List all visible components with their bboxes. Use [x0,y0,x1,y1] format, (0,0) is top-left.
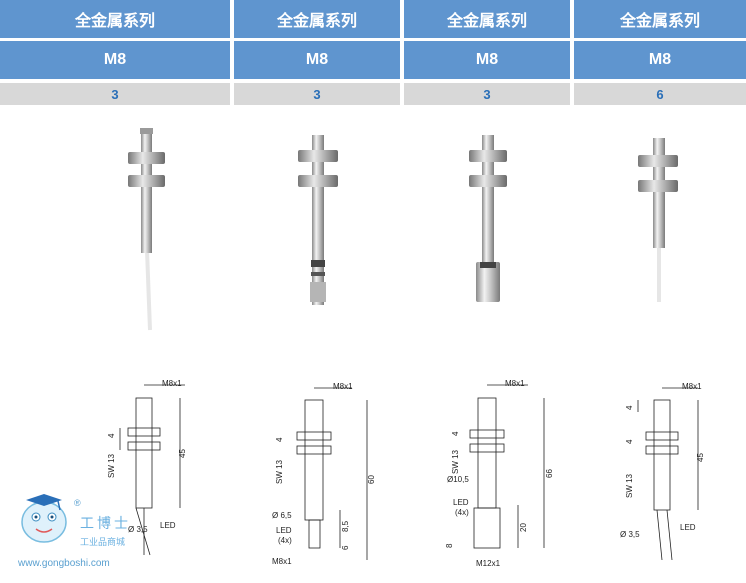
d3-thread: M8x1 [505,379,525,388]
drawing-2 [296,387,368,560]
sensor-photo-1 [128,128,165,331]
d2-dia: Ø 6,5 [272,511,292,520]
d1-nut: 4 [107,433,116,438]
d3-thread-bottom: M12x1 [476,559,501,568]
watermark-brand: 工博士 [80,515,131,532]
distance-cell-4: 6 [574,83,746,105]
distance-cell-2: 3 [234,83,400,105]
thread-cell-2: M8 [234,41,400,79]
sensor-photo-2 [298,135,338,305]
d4-thread: M8x1 [682,382,702,391]
distance-row: 3 3 3 6 [0,83,746,105]
d1-thread: M8x1 [162,379,182,388]
mascot-icon [21,494,67,543]
d2-thread-bottom: M8x1 [272,557,292,566]
d3-nut: 4 [451,431,460,436]
d3-dim1: 20 [519,523,528,532]
d2-led-count: (4x) [278,536,292,545]
d4-nut2: 4 [625,439,634,444]
spec-table: 全金属系列 全金属系列 全金属系列 全金属系列 M8 M8 M8 M8 3 3 … [0,0,746,105]
thread-cell-3: M8 [404,41,570,79]
drawing-1 [119,384,185,556]
d4-nut1: 4 [625,405,634,410]
d4-length: 45 [696,453,705,462]
d1-sw: SW 13 [107,453,116,478]
thread-cell-1: M8 [0,41,230,79]
distance-cell-1: 3 [0,83,230,105]
watermark-sub: 工业品商城 [80,536,125,548]
d4-dia: Ø 3,5 [620,530,640,539]
d3-sw: SW 13 [451,449,460,474]
d1-dia: Ø 3,5 [128,525,148,534]
series-cell-1: 全金属系列 [0,0,230,38]
sensor-photo-3 [469,135,507,302]
d2-nut: 4 [275,437,284,442]
series-cell-3: 全金属系列 [404,0,570,38]
d3-length: 66 [545,469,554,478]
d2-length: 60 [367,475,376,484]
drawing-3 [469,384,545,549]
d2-led: LED [276,526,292,535]
sensor-photo-4 [638,138,678,302]
d2-sw: SW 13 [275,459,284,484]
d1-led: LED [160,521,176,530]
d4-sw: SW 13 [625,473,634,498]
thread-cell-4: M8 [574,41,746,79]
series-cell-4: 全金属系列 [574,0,746,38]
d2-thread: M8x1 [333,382,353,391]
d3-dim2: 8 [445,543,454,548]
d4-led: LED [680,523,696,532]
series-cell-2: 全金属系列 [234,0,400,38]
d2-dim2: 6 [341,545,350,550]
watermark-reg: ® [74,498,81,508]
d3-led-count: (4x) [455,508,469,517]
watermark-url: www.gongboshi.com [17,558,110,569]
d3-dia: Ø10,5 [447,475,469,484]
d1-length: 45 [178,449,187,458]
drawing-4 [637,387,699,561]
d3-led: LED [453,498,469,507]
series-row: 全金属系列 全金属系列 全金属系列 全金属系列 [0,0,746,38]
distance-cell-3: 3 [404,83,570,105]
d2-dim1: 8,5 [341,520,350,532]
thread-row: M8 M8 M8 M8 [0,41,746,79]
